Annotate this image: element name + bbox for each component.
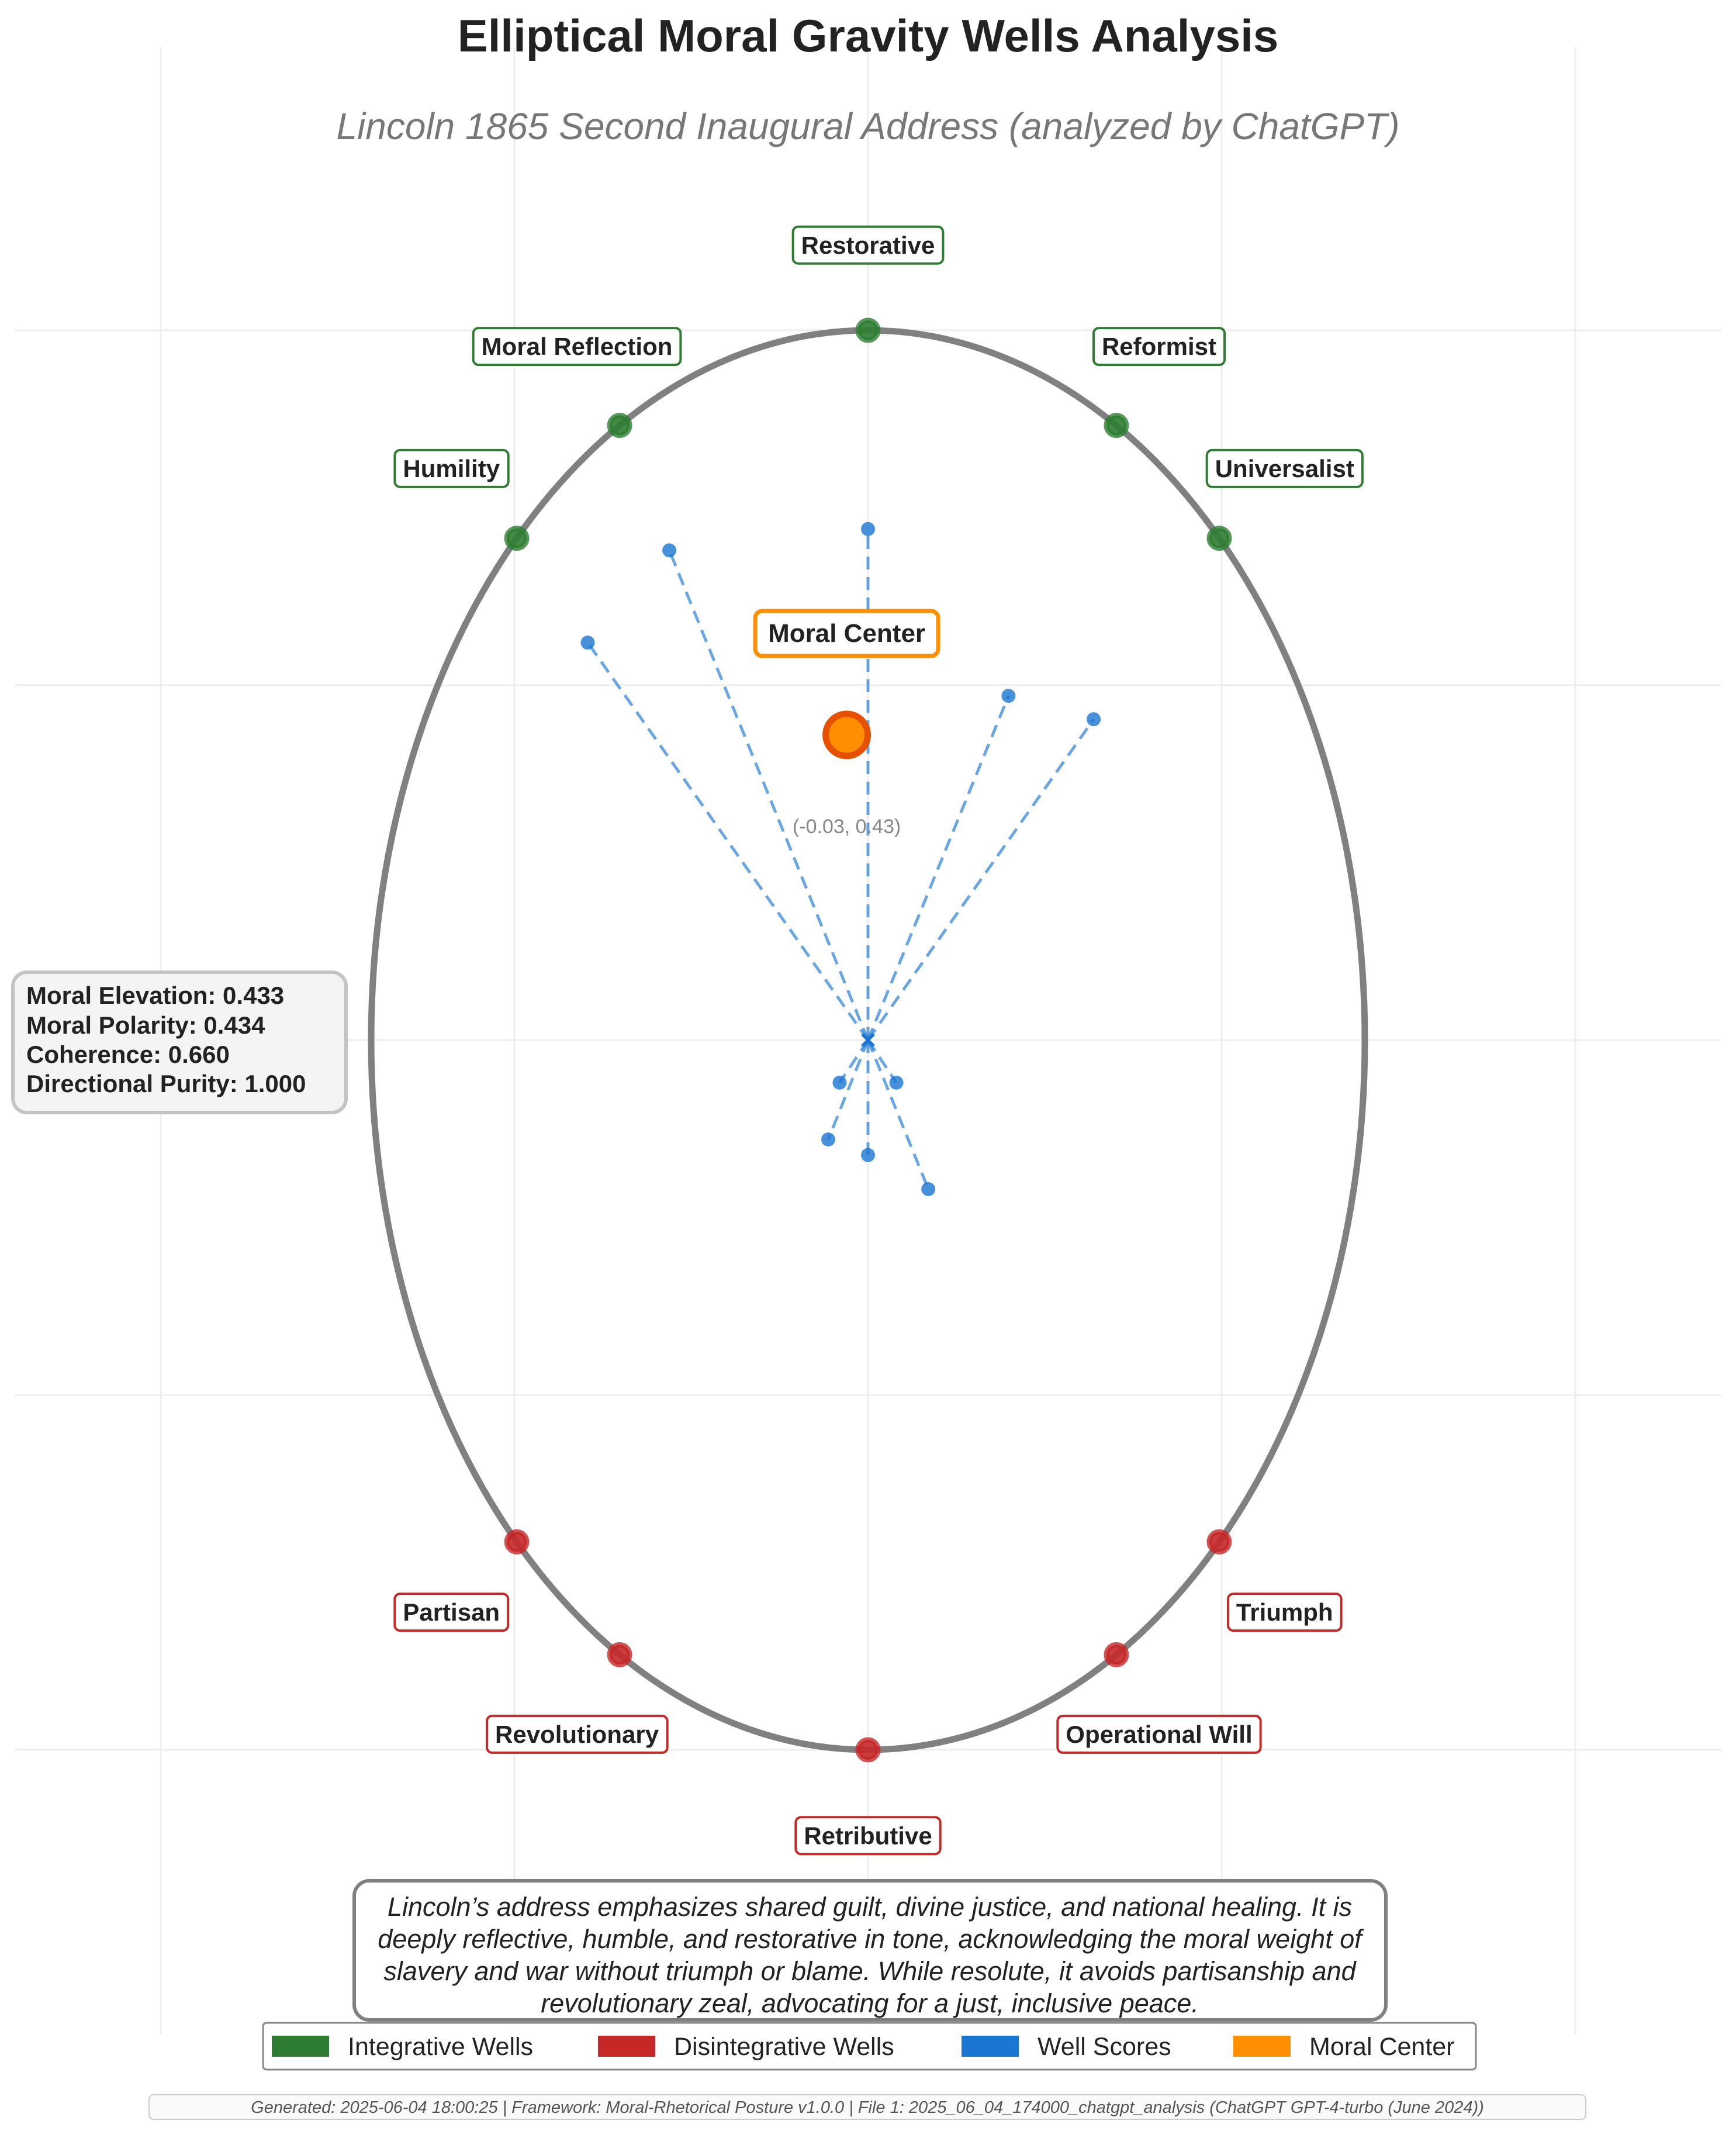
well-label-text: Operational Will bbox=[1066, 1721, 1252, 1748]
disintegrative-well-label-partisan: Partisan bbox=[393, 1593, 510, 1632]
footer: Generated: 2025-06-04 18:00:25 | Framewo… bbox=[148, 2094, 1586, 2120]
footer-frame bbox=[148, 2094, 1586, 2120]
well-label-text: Retributive bbox=[804, 1822, 932, 1849]
disintegrative-well-label-revolutionary: Revolutionary bbox=[486, 1714, 669, 1754]
metric-coherence: Coherence: 0.660 bbox=[26, 1041, 230, 1068]
integrative-well-label-humility: Humility bbox=[393, 448, 510, 488]
integrative-well-universalist bbox=[1206, 526, 1232, 551]
summary-line: slavery and war without triumph or blame… bbox=[383, 1956, 1357, 1986]
well-score-point bbox=[921, 1182, 936, 1196]
well-label-text: Restorative bbox=[801, 232, 935, 259]
score-line bbox=[866, 718, 1095, 1041]
well-label-text: Moral Reflection bbox=[482, 333, 673, 360]
legend-frame bbox=[262, 2022, 1477, 2071]
well-label-text: Humility bbox=[403, 455, 500, 482]
legend-label-integrative: Integrative Wells bbox=[348, 2033, 533, 2061]
origin-marker bbox=[861, 1033, 875, 1047]
score-line bbox=[586, 641, 870, 1041]
disintegrative-well-label-triumph: Triumph bbox=[1226, 1593, 1343, 1632]
well-score-point bbox=[1087, 712, 1101, 727]
score-line bbox=[866, 1039, 898, 1084]
legend-swatch-disintegrative bbox=[598, 2036, 655, 2057]
well-label-text: Universalist bbox=[1215, 455, 1354, 482]
well-score-point bbox=[832, 1075, 847, 1090]
score-lines bbox=[586, 529, 1095, 1190]
integrative-well-label-moral-reflection: Moral Reflection bbox=[472, 327, 682, 367]
legend-swatch-moral-center bbox=[1233, 2036, 1291, 2057]
summary-line: deeply reflective, humble, and restorati… bbox=[378, 1924, 1364, 1954]
well-label-box bbox=[791, 225, 945, 265]
well-scores bbox=[580, 521, 1101, 1196]
summary-box-frame bbox=[352, 1879, 1388, 2022]
well-label-box bbox=[486, 1714, 669, 1754]
well-label-box bbox=[393, 1593, 510, 1632]
integrative-well-label-reformist: Reformist bbox=[1092, 327, 1226, 367]
integrative-well-restorative bbox=[855, 317, 881, 343]
well-label-box bbox=[1226, 1593, 1343, 1632]
score-line bbox=[866, 1039, 930, 1190]
legend-label-disintegrative: Disintegrative Wells bbox=[674, 2033, 894, 2061]
summary-line: Lincoln’s address emphasizes shared guil… bbox=[388, 1892, 1352, 1922]
score-line bbox=[838, 1039, 870, 1084]
disintegrative-well-partisan bbox=[504, 1529, 530, 1555]
disintegrative-well-triumph bbox=[1206, 1529, 1232, 1555]
chart-subtitle: Lincoln 1865 Second Inaugural Address (a… bbox=[336, 105, 1399, 147]
well-label-box bbox=[393, 448, 510, 488]
well-score-point bbox=[821, 1132, 836, 1146]
well-label-text: Reformist bbox=[1102, 333, 1216, 360]
well-score-point bbox=[861, 521, 875, 536]
well-label-box bbox=[1205, 448, 1364, 488]
well-label-box bbox=[472, 327, 682, 367]
legend-label-moral-center: Moral Center bbox=[1309, 2033, 1455, 2061]
well-label-text: Partisan bbox=[403, 1598, 500, 1626]
metric-moral-elevation: Moral Elevation: 0.433 bbox=[26, 982, 284, 1009]
disintegrative-well-label-retributive: Retributive bbox=[794, 1816, 942, 1856]
disintegrative-well-retributive bbox=[855, 1737, 881, 1763]
well-score-point bbox=[861, 1148, 875, 1162]
metrics-box: Moral Elevation: 0.433 Moral Polarity: 0… bbox=[11, 970, 348, 1114]
well-label-box bbox=[1092, 327, 1226, 367]
integrative-well-label-restorative: Restorative bbox=[791, 225, 945, 265]
legend-swatch-well-scores bbox=[962, 2036, 1019, 2057]
legend: Integrative Wells Disintegrative Wells W… bbox=[262, 2022, 1477, 2071]
integrative-well-humility bbox=[504, 526, 530, 551]
well-label-text: Revolutionary bbox=[495, 1721, 659, 1748]
metric-moral-polarity: Moral Polarity: 0.434 bbox=[26, 1011, 265, 1039]
integrative-well-moral-reflection bbox=[607, 413, 632, 438]
well-label-box bbox=[1056, 1714, 1262, 1754]
score-line bbox=[668, 550, 870, 1041]
disintegrative-well-revolutionary bbox=[607, 1642, 632, 1667]
metrics-box-frame bbox=[11, 970, 348, 1114]
score-line bbox=[866, 695, 1010, 1041]
legend-swatch-integrative bbox=[272, 2036, 329, 2057]
footer-text: Generated: 2025-06-04 18:00:25 | Framewo… bbox=[251, 2098, 1484, 2117]
legend-label-well-scores: Well Scores bbox=[1038, 2033, 1171, 2061]
moral-center-point bbox=[822, 710, 872, 759]
well-label-text: Triumph bbox=[1236, 1598, 1333, 1626]
well-score-point bbox=[580, 635, 595, 650]
disintegrative-well-operational-will bbox=[1104, 1642, 1129, 1667]
well-score-point bbox=[1001, 689, 1016, 703]
integrative-well-label-universalist: Universalist bbox=[1205, 448, 1364, 488]
moral-center-label-text: Moral Center bbox=[768, 619, 925, 648]
moral-center-label-box bbox=[753, 609, 940, 658]
moral-center-group: Moral Center (-0.03, 0.43) bbox=[753, 609, 940, 838]
chart-title: Elliptical Moral Gravity Wells Analysis bbox=[458, 10, 1279, 61]
moral-center-label: Moral Center bbox=[753, 609, 940, 658]
disintegrative-well-label-operational-will: Operational Will bbox=[1056, 1714, 1262, 1754]
summary-box: Lincoln’s address emphasizes shared guil… bbox=[352, 1879, 1388, 2022]
summary-line: revolutionary zeal, advocating for a jus… bbox=[541, 1988, 1199, 2018]
well-score-point bbox=[662, 543, 677, 558]
well-score-point bbox=[889, 1075, 904, 1090]
moral-center-coords: (-0.03, 0.43) bbox=[793, 816, 901, 838]
score-line bbox=[826, 1039, 870, 1140]
metric-directional-purity: Directional Purity: 1.000 bbox=[26, 1070, 306, 1097]
integrative-well-reformist bbox=[1104, 413, 1129, 438]
well-label-box bbox=[794, 1816, 942, 1856]
